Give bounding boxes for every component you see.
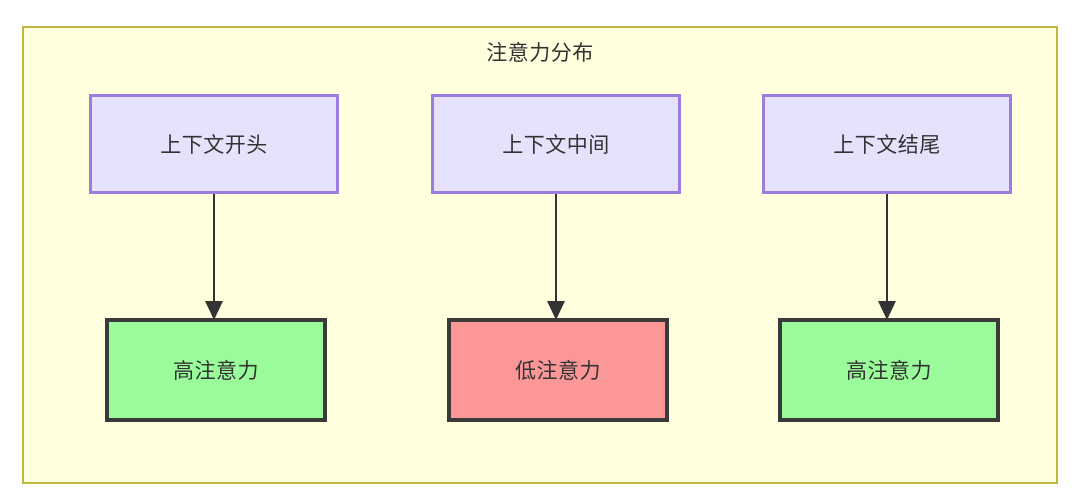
flow-column-1: 上下文中间 低注意力 [431,28,681,482]
edge-arrow-1 [547,194,565,320]
flow-column-2: 上下文结尾 高注意力 [762,28,1012,482]
node-context-end[interactable]: 上下文结尾 [762,94,1012,194]
node-attention-low-1-label: 低注意力 [515,360,601,383]
node-attention-high-0-label: 高注意力 [173,360,259,383]
node-context-middle-label: 上下文中间 [502,134,610,157]
edge-arrow-2 [878,194,896,320]
node-attention-low-1[interactable]: 低注意力 [447,318,669,422]
flow-column-0: 上下文开头 高注意力 [89,28,339,482]
node-context-start[interactable]: 上下文开头 [89,94,339,194]
node-context-end-label: 上下文结尾 [833,134,941,157]
node-context-start-label: 上下文开头 [160,134,268,157]
attention-distribution-subgraph: 注意力分布 上下文开头 高注意力 上下文中间 [22,26,1058,484]
edge-arrow-0 [205,194,223,320]
node-attention-high-2[interactable]: 高注意力 [778,318,1000,422]
subgraph-title: 注意力分布 [486,42,594,65]
node-attention-high-0[interactable]: 高注意力 [105,318,327,422]
node-context-middle[interactable]: 上下文中间 [431,94,681,194]
node-attention-high-2-label: 高注意力 [846,360,932,383]
